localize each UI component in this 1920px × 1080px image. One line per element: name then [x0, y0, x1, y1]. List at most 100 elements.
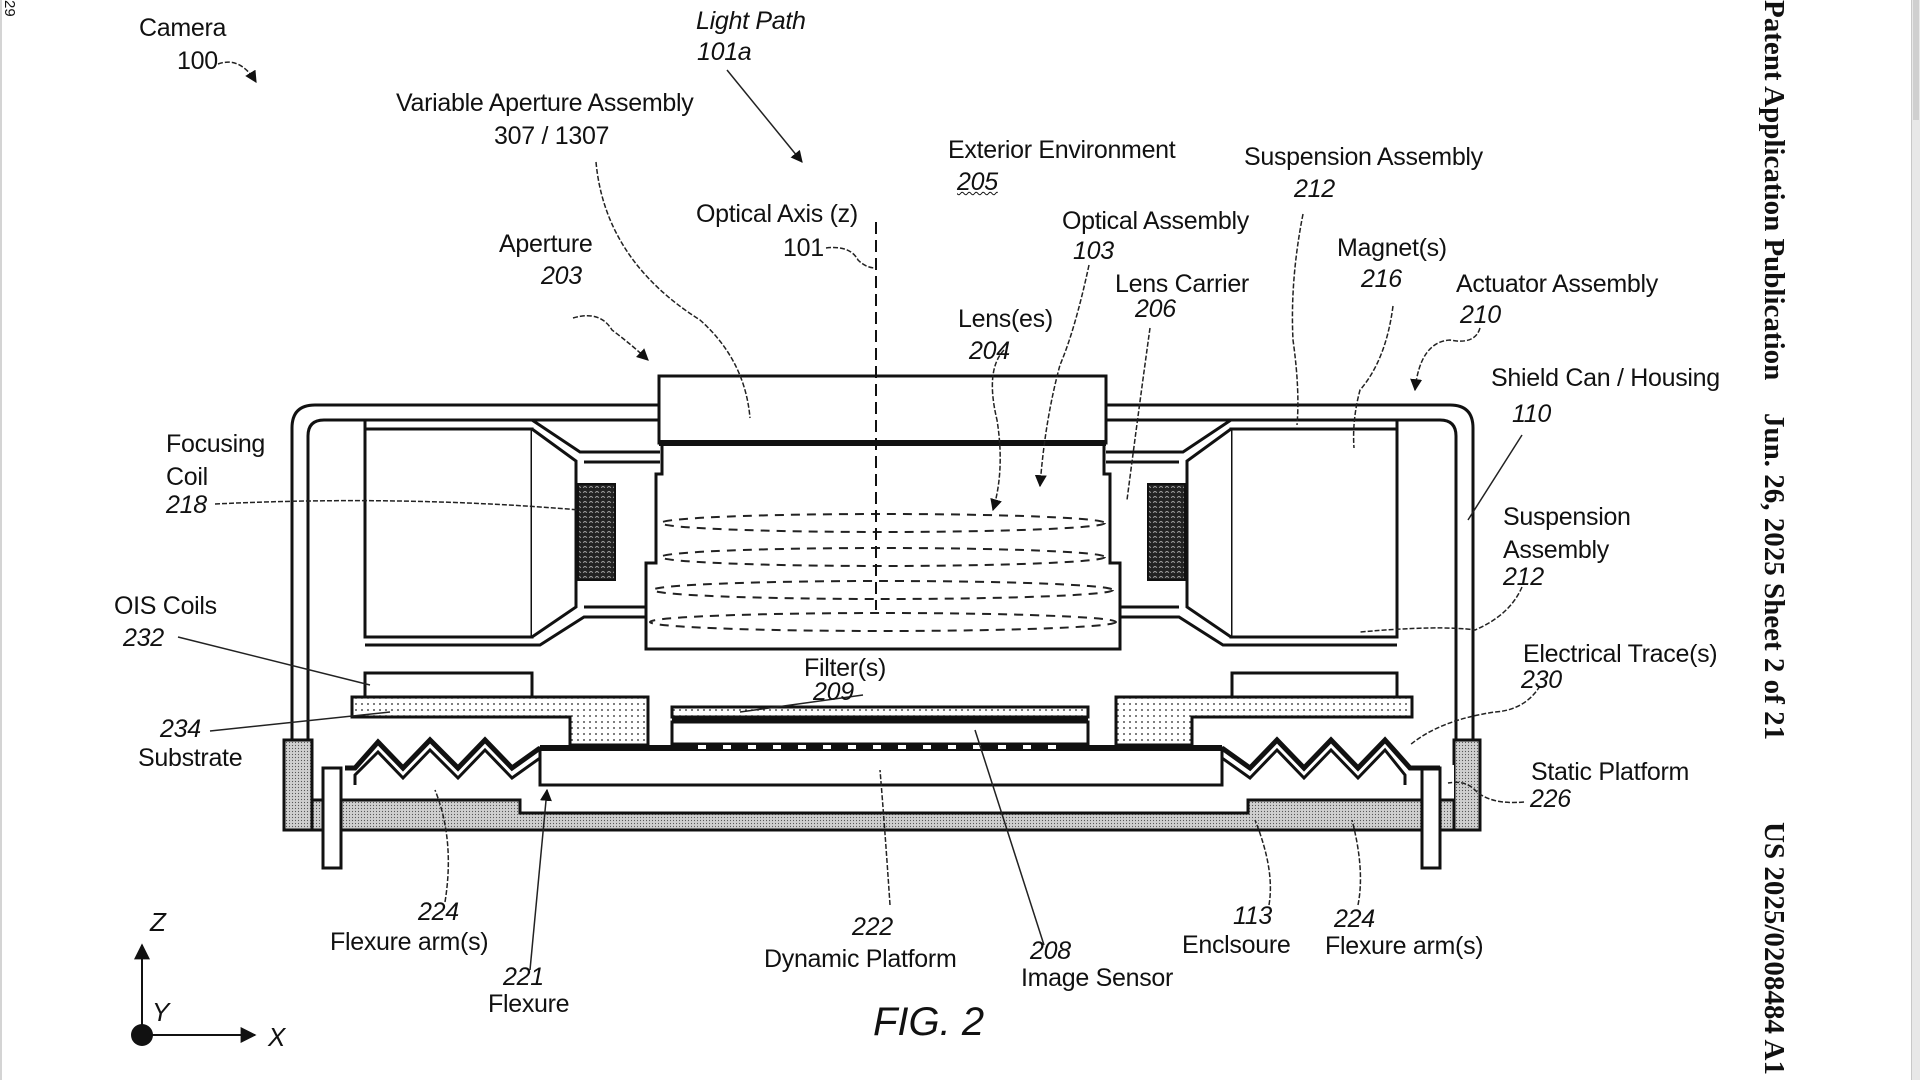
label-focusing-coil-line1: Focusing — [166, 430, 266, 458]
label-filters: Filter(s) — [804, 654, 887, 682]
ref-dynamic-platform: 222 — [852, 913, 893, 941]
sensor-pixel-mark — [823, 745, 831, 749]
leader-lines — [177, 61, 1541, 971]
label-optical-assembly: Optical Assembly — [1062, 207, 1249, 235]
label-enclosure: Enclsoure — [1182, 931, 1291, 959]
sensor-pixel-mark — [923, 745, 931, 749]
label-dynamic-platform: Dynamic Platform — [764, 945, 957, 973]
sensor-pixel-mark — [1048, 745, 1056, 749]
magnet-left — [363, 418, 660, 647]
ref-enclosure: 113 — [1233, 902, 1272, 930]
right-post — [1420, 766, 1442, 870]
filter — [670, 705, 1090, 723]
image-sensor — [670, 720, 1090, 750]
label-flexure-arms-right: Flexure arm(s) — [1325, 932, 1484, 960]
label-electrical-traces: Electrical Trace(s) — [1523, 640, 1718, 668]
sensor-pixel-mark — [748, 745, 756, 749]
label-lenses: Lens(es) — [958, 305, 1053, 333]
ref-electrical-traces: 230 — [1521, 666, 1562, 694]
label-optical-axis: Optical Axis (z) — [696, 200, 858, 228]
ref-focusing-coil: 218 — [166, 491, 207, 519]
label-suspension-assembly-right-line1: Suspension — [1503, 503, 1631, 531]
ref-exterior-environment: 205 — [957, 168, 998, 196]
ref-substrate: 234 — [160, 715, 201, 743]
ref-actuator-assembly: 210 — [1460, 301, 1501, 329]
ref-camera: 100 — [177, 47, 218, 75]
sensor-pixel-mark — [973, 745, 981, 749]
page-left-edge — [0, 0, 2, 1080]
header-date-sheet: Jun. 26, 2025 Sheet 2 of 21 — [1758, 413, 1790, 741]
flexure-arms-left — [345, 736, 542, 785]
label-flexure-arms-left: Flexure arm(s) — [330, 928, 489, 956]
ref-flexure-arms-right: 224 — [1334, 905, 1375, 933]
ref-ois-coils: 232 — [123, 624, 164, 652]
sensor-pixel-mark — [998, 745, 1006, 749]
ois-coil-left — [363, 671, 534, 699]
header-doc-number: US 2025/0208484 A1 — [1758, 822, 1790, 1075]
label-aperture: Aperture — [499, 230, 593, 258]
ref-flexure-arms-left: 224 — [418, 898, 459, 926]
sensor-pixel-mark — [848, 745, 856, 749]
lens-carrier — [644, 446, 1122, 651]
ref-optical-assembly: 103 — [1073, 237, 1114, 265]
axis-x-label: X — [268, 1022, 286, 1052]
label-exterior-environment: Exterior Environment — [948, 136, 1176, 164]
sensor-pixel-mark — [773, 745, 781, 749]
scrollbar[interactable] — [1911, 0, 1920, 1080]
label-image-sensor: Image Sensor — [1021, 964, 1174, 992]
ref-flexure: 221 — [503, 963, 544, 991]
label-light-path: Light Path — [696, 7, 806, 35]
ref-suspension-assembly-top: 212 — [1294, 175, 1335, 203]
variable-aperture-block — [657, 374, 1108, 445]
ref-magnets: 216 — [1361, 265, 1402, 293]
flexure-arms-right — [1220, 736, 1440, 785]
label-substrate: Substrate — [138, 744, 243, 772]
ref-suspension-assembly-right: 212 — [1503, 563, 1544, 591]
label-variable-aperture: Variable Aperture Assembly — [396, 89, 694, 117]
label-suspension-assembly-right-line2: Assembly — [1503, 536, 1609, 564]
ref-variable-aperture: 307 / 1307 — [494, 122, 610, 150]
left-post — [321, 766, 343, 870]
label-static-platform: Static Platform — [1531, 758, 1690, 786]
label-flexure: Flexure — [488, 990, 570, 1018]
ref-lens-carrier: 206 — [1135, 295, 1176, 323]
sensor-pixel-mark — [723, 745, 731, 749]
sensor-pixel-mark — [898, 745, 906, 749]
dynamic-platform — [538, 745, 1224, 787]
ref-lenses: 204 — [969, 337, 1010, 365]
ref-shield-can: 110 — [1512, 400, 1551, 428]
sensor-pixel-mark — [1023, 745, 1031, 749]
magnet-right — [1106, 418, 1399, 647]
coordinate-axes — [131, 943, 257, 1046]
enclosure-cavity — [310, 765, 1454, 815]
label-ois-coils: OIS Coils — [114, 592, 217, 620]
sensor-pixel-mark — [948, 745, 956, 749]
label-magnets: Magnet(s) — [1337, 234, 1447, 262]
ref-optical-axis: 101 — [783, 234, 824, 262]
label-focusing-coil-line2: Coil — [166, 463, 208, 491]
figure-label: FIG. 2 — [873, 1000, 985, 1044]
axis-y-label: Y — [152, 997, 170, 1027]
ref-filters: 209 — [813, 678, 854, 706]
focusing-coil-right — [1147, 483, 1186, 581]
label-suspension-assembly-top: Suspension Assembly — [1244, 143, 1483, 171]
substrate-left — [350, 695, 650, 747]
sensor-pixel-mark — [698, 745, 706, 749]
ois-coil-right — [1230, 671, 1399, 699]
lenses — [649, 513, 1117, 632]
ref-image-sensor: 208 — [1030, 937, 1071, 965]
sensor-pixel-mark — [798, 745, 806, 749]
ref-aperture: 203 — [541, 262, 582, 290]
axis-z-label: Z — [150, 907, 166, 937]
ref-light-path: 101a — [697, 38, 752, 66]
ref-static-platform: 226 — [1530, 785, 1571, 813]
label-camera: Camera — [139, 14, 227, 42]
label-lens-carrier: Lens Carrier — [1115, 270, 1249, 298]
focusing-coil-left — [577, 483, 616, 581]
substrate-right — [1114, 695, 1414, 747]
sensor-pixel-mark — [873, 745, 881, 749]
scrollbar-thumb[interactable] — [1913, 0, 1919, 120]
label-actuator-assembly: Actuator Assembly — [1456, 270, 1658, 298]
